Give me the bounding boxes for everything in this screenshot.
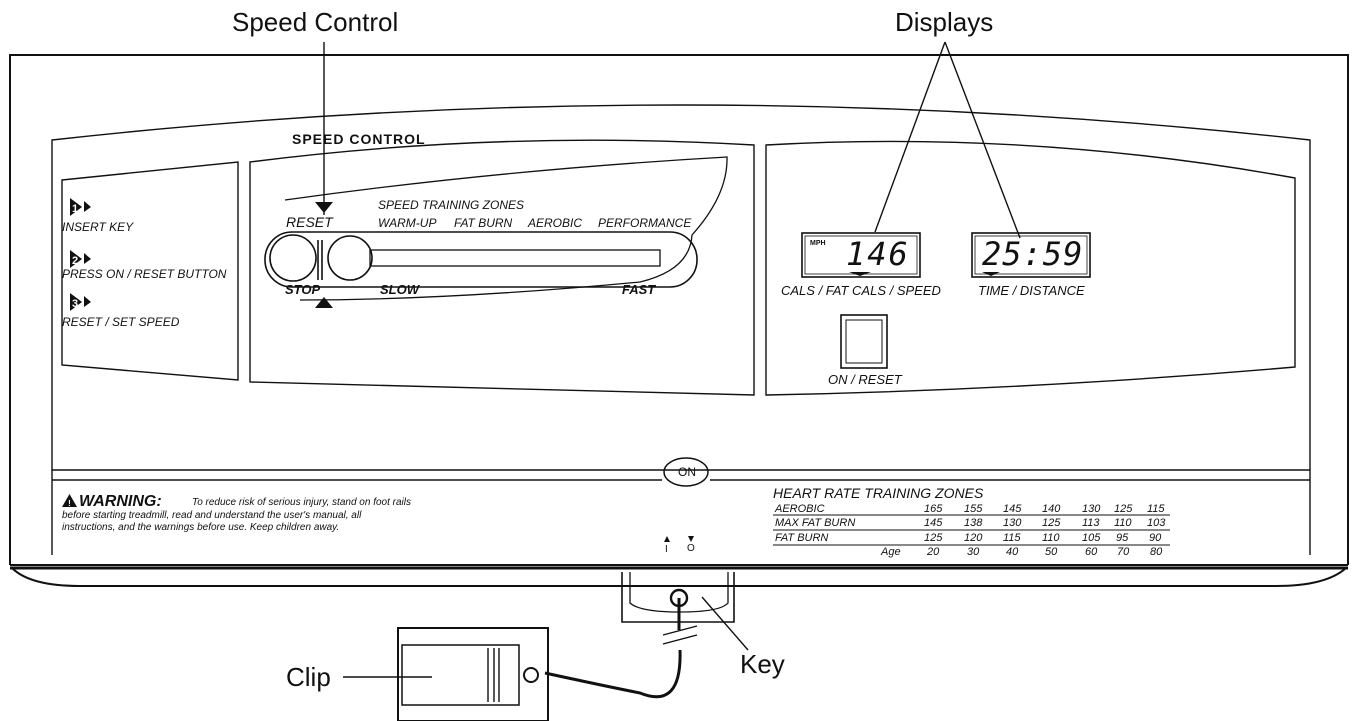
hr-row-label: MAX FAT BURN <box>775 517 856 529</box>
hr-cell: 125 <box>1114 503 1133 515</box>
clip-body <box>397 627 549 721</box>
step-3-number: 3 <box>72 298 78 310</box>
speed-display-value: 146 <box>846 235 910 273</box>
time-display-window <box>971 232 1091 278</box>
speed-control-callout: Speed Control <box>232 7 399 37</box>
warning-line-1: To reduce risk of serious injury, stand … <box>192 497 411 508</box>
stop-knob <box>269 234 317 282</box>
hr-cell: 90 <box>1149 532 1162 544</box>
hr-cell: 130 <box>1082 503 1101 515</box>
displays-callout: Displays <box>895 7 994 37</box>
warning-triangle-icon <box>62 494 77 507</box>
hr-cell: 165 <box>924 503 943 515</box>
hr-cell: 125 <box>1042 517 1061 529</box>
hr-cell: 130 <box>1003 517 1022 529</box>
speed-zone-track <box>284 156 728 301</box>
console-housing <box>9 54 1349 565</box>
switch-on-mark: I <box>665 544 668 555</box>
hr-cell: 145 <box>924 517 943 529</box>
age-cell: 60 <box>1085 546 1098 558</box>
zone-aerobic: AEROBIC <box>528 216 583 230</box>
svg-text:!: ! <box>68 499 71 508</box>
key-leader <box>701 596 749 651</box>
fast-label: FAST <box>622 282 656 297</box>
on-reset-button <box>840 314 888 369</box>
instructions-panel <box>61 161 239 381</box>
zone-fat-burn: FAT BURN <box>454 216 513 230</box>
reset-arrow <box>315 202 333 213</box>
warning-line-3: instructions, and the warnings before us… <box>62 522 340 533</box>
lanyard-cord <box>544 598 682 699</box>
on-indicator-ring <box>663 457 709 487</box>
hr-cell: 103 <box>1147 517 1166 529</box>
zone-performance: PERFORMANCE <box>598 216 692 230</box>
stop-label: STOP <box>285 282 321 297</box>
mph-unit-label: MPH <box>810 240 826 247</box>
clip-callout: Clip <box>286 662 331 692</box>
hr-cell: 115 <box>1147 503 1165 515</box>
key-callout: Key <box>740 649 785 679</box>
step-3-label: RESET / SET SPEED <box>62 315 180 329</box>
hr-cell: 145 <box>1003 503 1022 515</box>
warning-heading: WARNING: <box>79 493 162 510</box>
hr-cell: 138 <box>964 517 983 529</box>
age-cell: 80 <box>1150 546 1163 558</box>
display-panel <box>765 140 1296 396</box>
step-2-label: PRESS ON / RESET BUTTON <box>62 267 227 281</box>
age-cell: 70 <box>1117 546 1130 558</box>
overlay-outline <box>51 104 1311 471</box>
step-2-number: 2 <box>72 255 78 267</box>
hr-cell: 120 <box>964 532 983 544</box>
on-reset-label: ON / RESET <box>828 372 902 387</box>
hr-cell: 110 <box>1114 517 1132 529</box>
hr-cell: 105 <box>1082 532 1101 544</box>
speed-zones-title: SPEED TRAINING ZONES <box>378 198 525 212</box>
speed-display-window <box>801 232 921 278</box>
time-display-label: TIME / DISTANCE <box>978 283 1085 298</box>
slow-label: SLOW <box>380 282 419 297</box>
on-indicator-label: ON <box>678 465 696 479</box>
age-cell: 40 <box>1006 546 1019 558</box>
hr-cell: 125 <box>924 532 943 544</box>
switch-off-mark: O <box>687 543 695 554</box>
warning-line-2: before starting treadmill, read and unde… <box>62 510 362 521</box>
console-lower-lip <box>10 564 1348 587</box>
hr-row-label: AEROBIC <box>775 503 825 515</box>
age-cell: 20 <box>927 546 940 558</box>
speed-control-panel <box>249 139 755 396</box>
time-display-value: 25:59 <box>982 235 1084 273</box>
hr-cell: 110 <box>1042 532 1060 544</box>
hr-row-label: FAT BURN <box>775 532 829 544</box>
speed-knob <box>327 235 373 281</box>
hr-cell: 115 <box>1003 532 1021 544</box>
clip-eye <box>523 667 539 683</box>
age-cell: 50 <box>1045 546 1058 558</box>
reset-label: RESET <box>286 214 333 230</box>
speed-control-title: SPEED CONTROL <box>292 131 426 147</box>
step-1-number: 1 <box>72 203 78 215</box>
age-label: Age <box>881 546 901 558</box>
heart-rate-table-title: HEART RATE TRAINING ZONES <box>773 485 984 501</box>
zone-warm-up: WARM-UP <box>378 216 437 230</box>
speed-slot <box>264 231 698 288</box>
hr-cell: 113 <box>1082 517 1100 529</box>
age-cell: 30 <box>967 546 980 558</box>
hr-cell: 95 <box>1116 532 1129 544</box>
stop-arrow <box>315 297 333 308</box>
hr-cell: 140 <box>1042 503 1061 515</box>
speed-display-label: CALS / FAT CALS / SPEED <box>781 283 941 298</box>
step-1-label: INSERT KEY <box>62 220 134 234</box>
displays-leader <box>874 41 1021 239</box>
hr-cell: 155 <box>964 503 983 515</box>
